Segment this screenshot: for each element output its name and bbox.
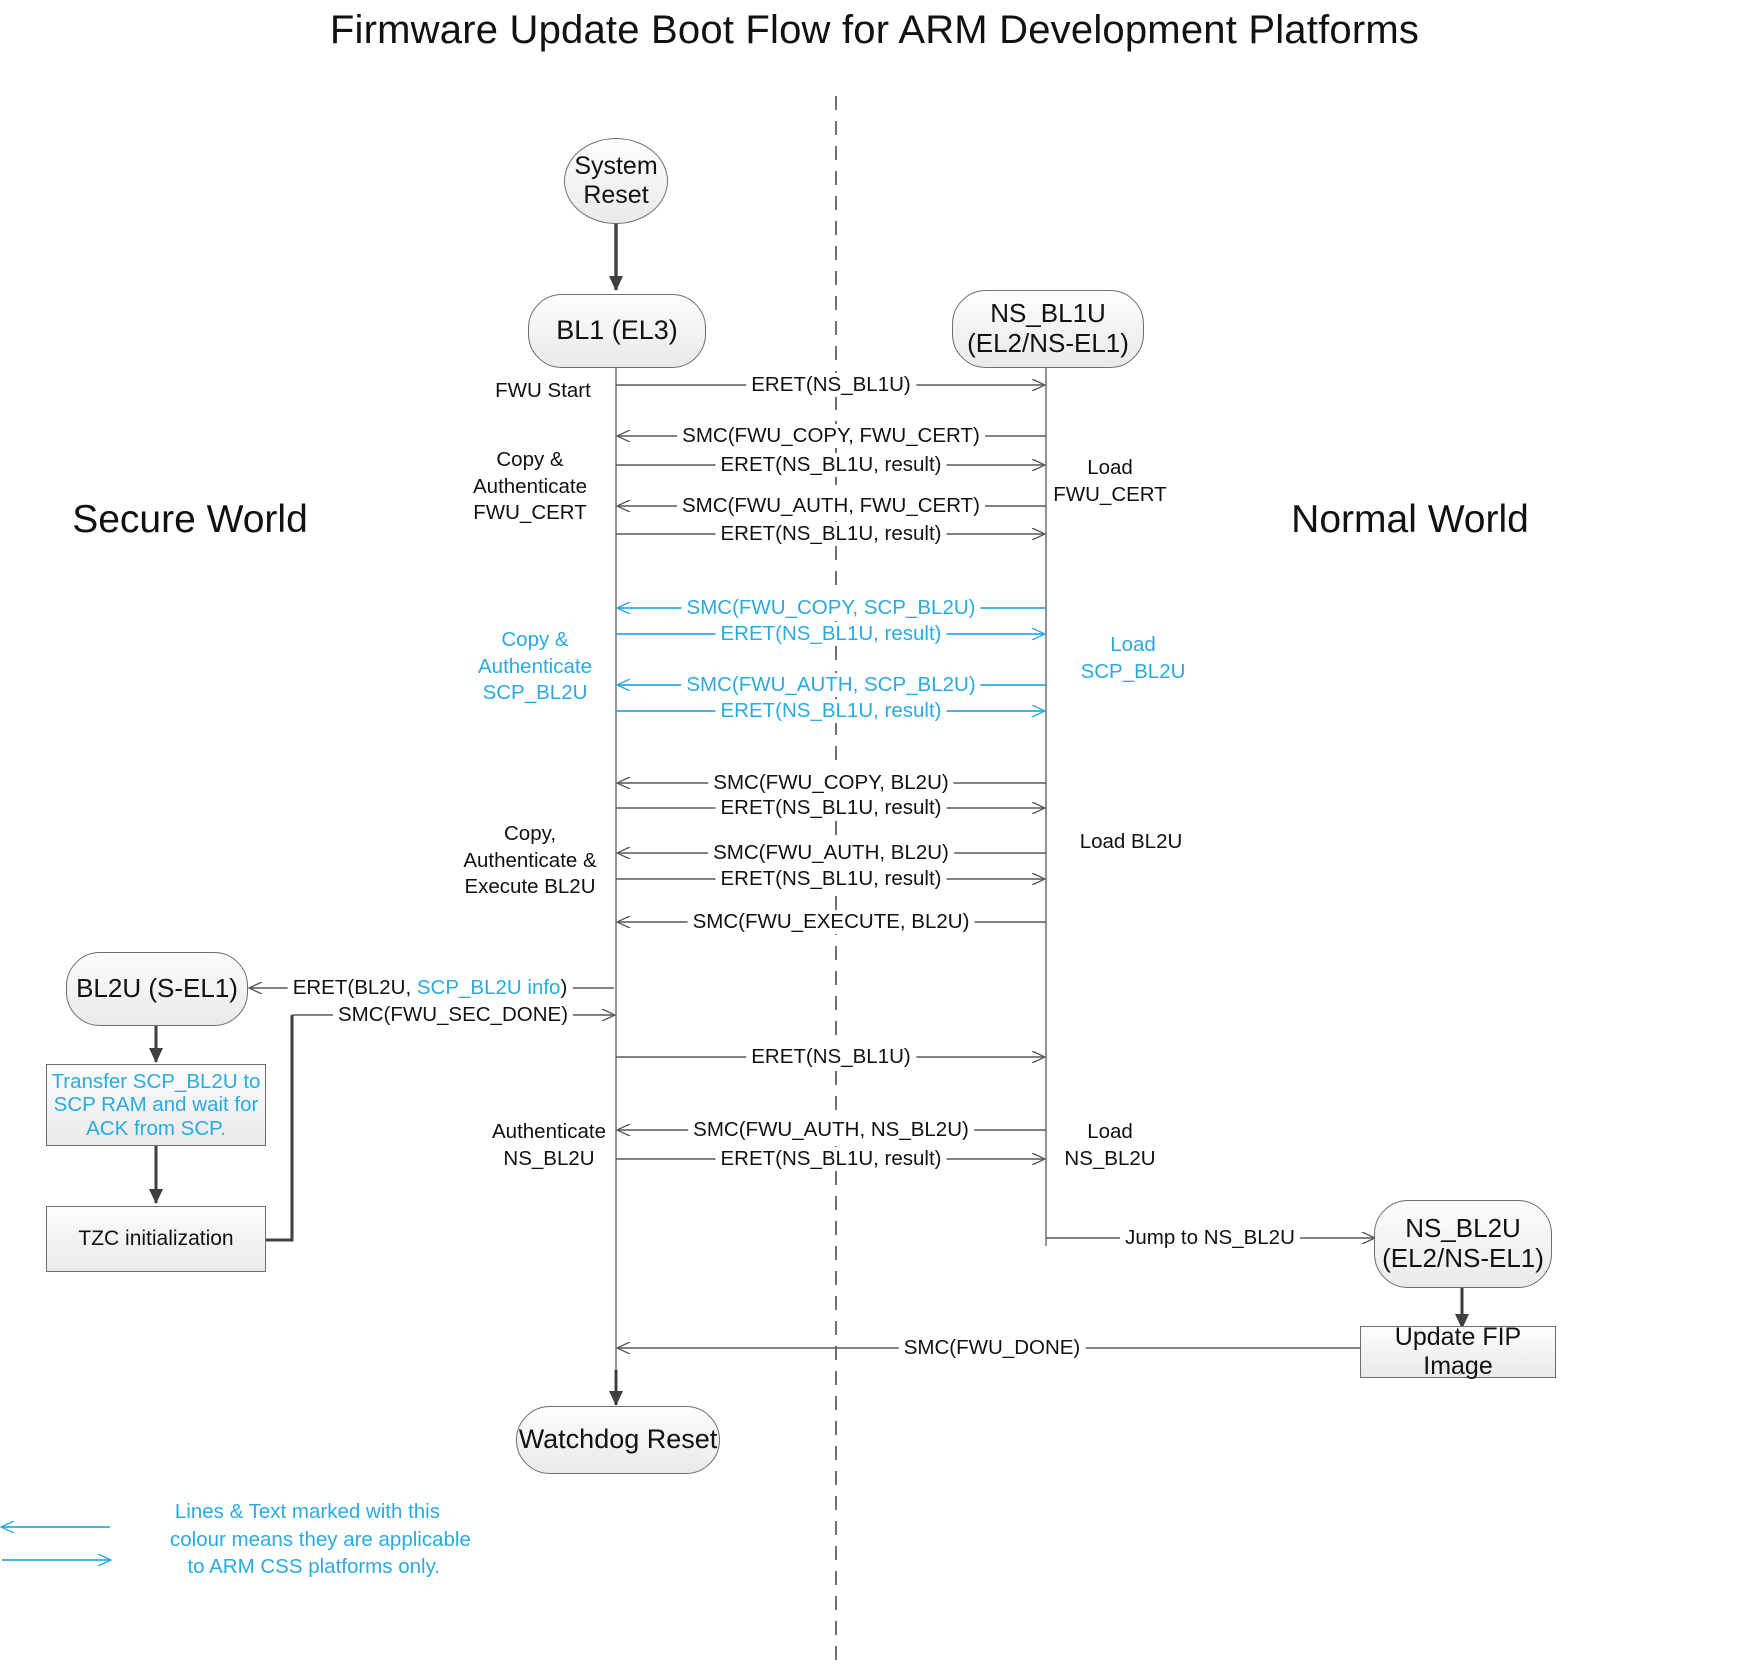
message-label-m17: ERET(NS_BL1U): [746, 1045, 916, 1069]
message-m15-cyan-part: SCP_BL2U info: [416, 976, 561, 999]
box-update-fip-image[interactable]: Update FIP Image: [1360, 1323, 1556, 1380]
message-label-m18: SMC(FWU_AUTH, NS_BL2U): [688, 1118, 974, 1142]
message-label-m1: ERET(NS_BL1U): [746, 373, 916, 397]
node-bl2u[interactable]: BL2U (S-EL1): [66, 952, 248, 1026]
node-bl1[interactable]: BL1 (EL3): [528, 294, 706, 368]
secure-world-label: Secure World: [72, 498, 308, 541]
message-label-m9: ERET(NS_BL1U, result): [715, 699, 947, 723]
elbow-tzc-to-smc-sec-done: [265, 1015, 294, 1242]
side-label-load-scp-bl2u: Load SCP_BL2U: [1080, 633, 1186, 683]
node-ns-bl2u[interactable]: NS_BL2U (EL2/NS-EL1): [1374, 1200, 1552, 1288]
node-watchdog-reset[interactable]: Watchdog Reset: [516, 1406, 720, 1474]
message-label-m4: SMC(FWU_AUTH, FWU_CERT): [677, 494, 985, 518]
side-label-copy-auth-exec-bl2u: Copy, Authenticate & Execute BL2U: [463, 822, 597, 899]
message-label-m5: ERET(NS_BL1U, result): [715, 522, 947, 546]
message-label-m2: SMC(FWU_COPY, FWU_CERT): [677, 424, 985, 448]
node-system-reset[interactable]: System Reset: [564, 138, 668, 224]
message-m15-suffix: ): [560, 976, 568, 999]
message-label-m10: SMC(FWU_COPY, BL2U): [708, 771, 954, 795]
message-label-m21: SMC(FWU_DONE): [898, 1336, 1086, 1360]
message-label-m6: SMC(FWU_COPY, SCP_BL2U): [681, 596, 981, 620]
side-label-load-bl2u: Load BL2U: [1079, 830, 1183, 853]
message-label-m13: ERET(NS_BL1U, result): [715, 867, 947, 891]
page-title: Firmware Update Boot Flow for ARM Develo…: [329, 8, 1420, 52]
box-transfer-scp-bl2u[interactable]: Transfer SCP_BL2U to SCP RAM and wait fo…: [46, 1064, 266, 1146]
side-label-fwu-start: FWU Start: [495, 379, 591, 402]
message-label-m7: ERET(NS_BL1U, result): [715, 622, 947, 646]
message-label-m14: SMC(FWU_EXECUTE, BL2U): [687, 910, 975, 934]
side-label-authenticate-ns-bl2u: Authenticate NS_BL2U: [492, 1120, 606, 1170]
normal-world-label: Normal World: [1291, 498, 1529, 541]
side-label-copy-auth-fwu-cert: Copy & Authenticate FWU_CERT: [473, 448, 587, 525]
message-m15-prefix: ERET(BL2U,: [292, 976, 417, 999]
message-label-m8: SMC(FWU_AUTH, SCP_BL2U): [681, 673, 981, 697]
node-ns-bl1u[interactable]: NS_BL1U (EL2/NS-EL1): [952, 290, 1144, 368]
message-label-m19: ERET(NS_BL1U, result): [715, 1147, 947, 1171]
message-label-m16: SMC(FWU_SEC_DONE): [332, 1003, 574, 1027]
message-label-m11: ERET(NS_BL1U, result): [715, 796, 947, 820]
message-label-m12: SMC(FWU_AUTH, BL2U): [708, 841, 954, 865]
legend-text: Lines & Text marked with this colour mea…: [170, 1500, 471, 1579]
box-tzc-initialization[interactable]: TZC initialization: [46, 1206, 266, 1272]
message-label-m3: ERET(NS_BL1U, result): [715, 453, 947, 477]
side-label-copy-auth-scp-bl2u: Copy & Authenticate SCP_BL2U: [478, 628, 592, 705]
side-label-load-ns-bl2u: Load NS_BL2U: [1064, 1120, 1156, 1170]
message-label-m15: ERET(BL2U, SCP_BL2U info): [287, 976, 573, 1000]
message-label-m20: Jump to NS_BL2U: [1120, 1226, 1300, 1250]
side-label-load-fwu-cert: Load FWU_CERT: [1053, 456, 1167, 506]
